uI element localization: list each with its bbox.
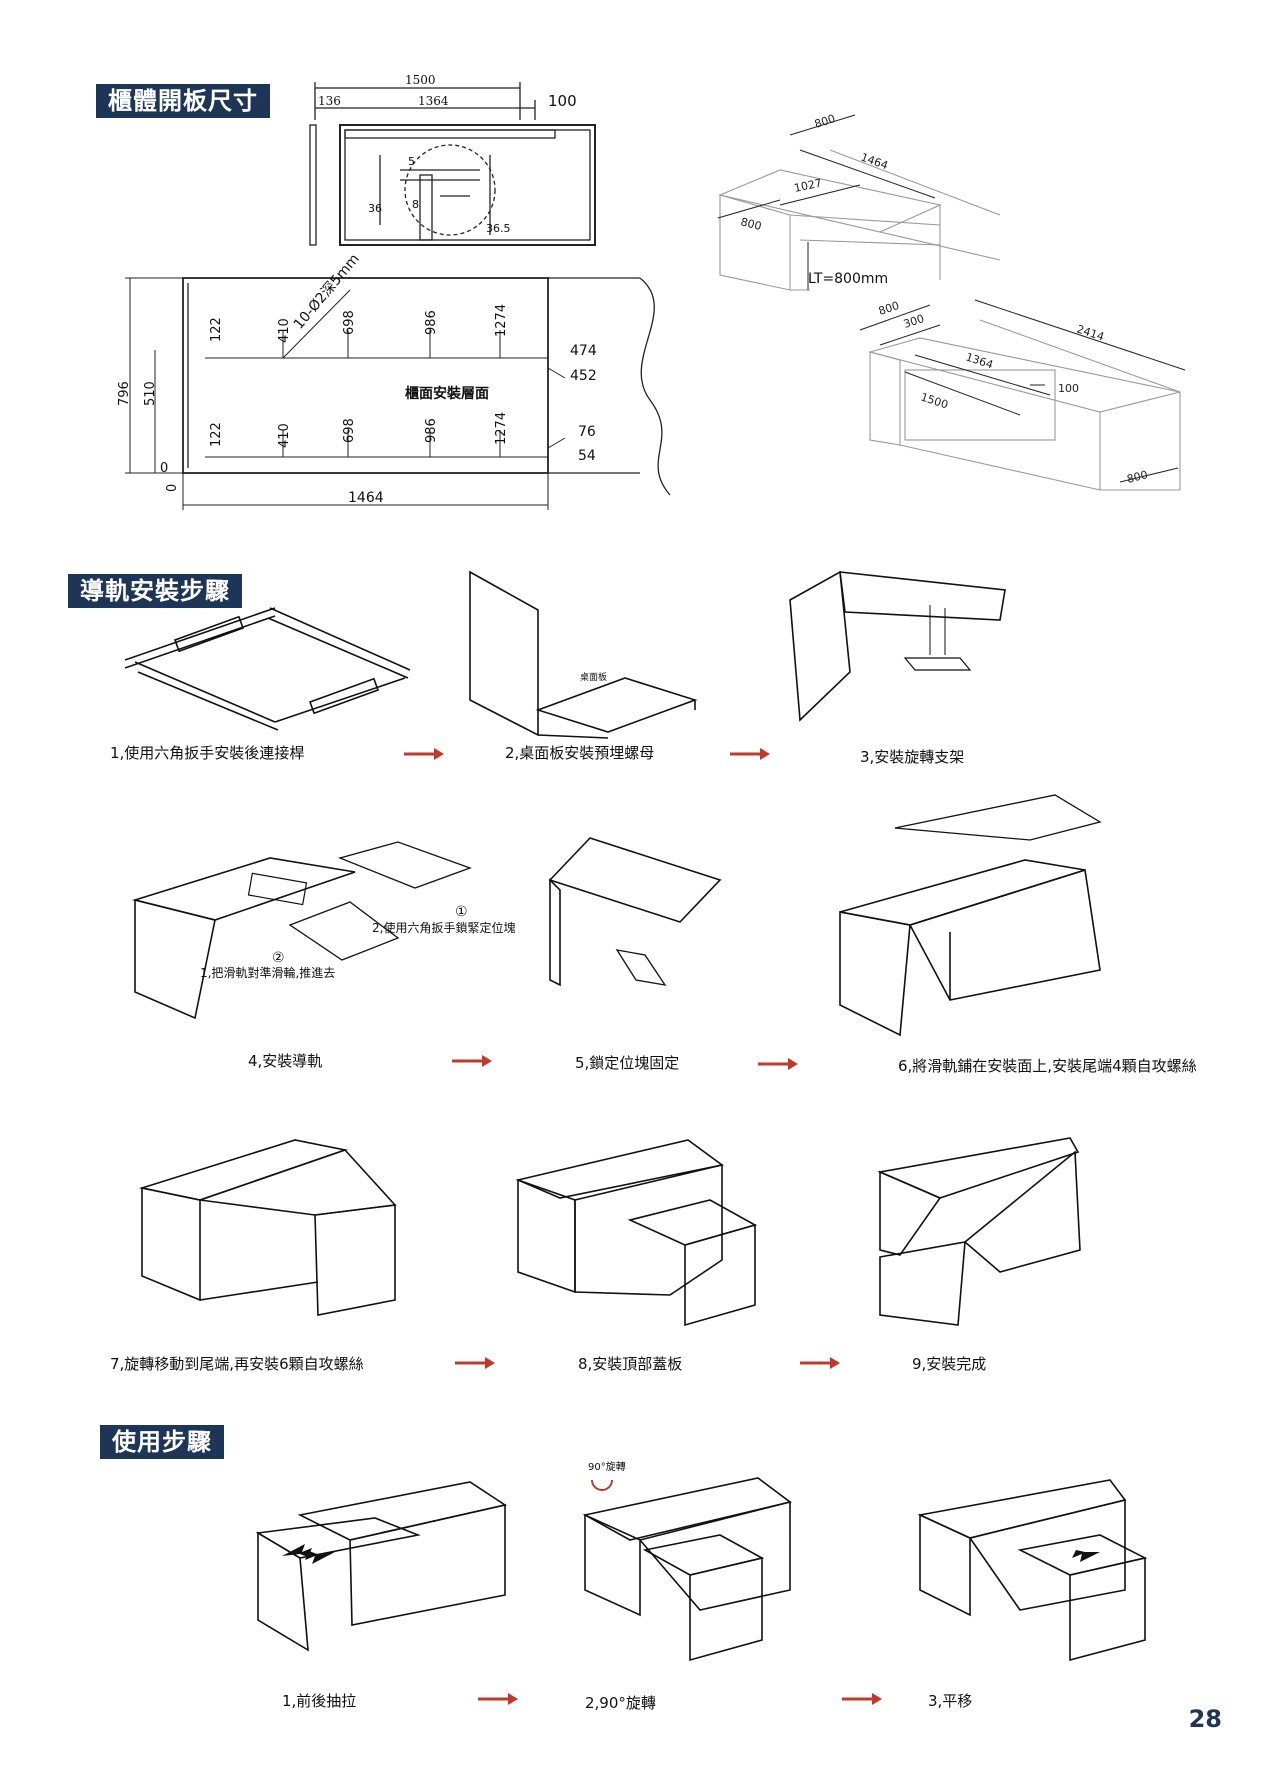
- bot-122: 122: [209, 422, 224, 447]
- usage2-rotate-note: 90°旋轉: [588, 1460, 626, 1473]
- top-122: 122: [209, 317, 224, 342]
- top-1274: 1274: [494, 304, 509, 337]
- section-title-panel-size: 櫃體開板尺寸: [96, 84, 270, 118]
- step5-caption: 5,鎖定位塊固定: [575, 1054, 680, 1072]
- dim-1364: 1364: [418, 94, 449, 108]
- iso2-300: 300: [902, 312, 926, 331]
- step4-circled-1: ①: [455, 904, 468, 920]
- arrow-right-icon: [730, 748, 770, 760]
- usage1-caption: 1,前後抽拉: [282, 1692, 357, 1710]
- bot-986: 986: [424, 418, 439, 443]
- step1-caption: 1,使用六角扳手安裝後連接桿: [110, 744, 305, 762]
- arrow-right-icon: [404, 748, 444, 760]
- iso2-100: 100: [1058, 382, 1079, 395]
- arrow-right-icon: [452, 1055, 492, 1067]
- iso1-1464: 1464: [859, 151, 890, 173]
- top-986: 986: [424, 310, 439, 335]
- arrow-right-icon: [758, 1058, 798, 1070]
- dim-100: 100: [548, 92, 577, 110]
- arrow-right-icon: [478, 1693, 518, 1705]
- top-698: 698: [342, 310, 357, 335]
- dim-1464: 1464: [348, 490, 384, 506]
- step3-caption: 3,安裝旋轉支架: [860, 748, 965, 766]
- usage-illustrations: 90°旋轉: [255, 1460, 1148, 1662]
- step2-panel-label: 桌面板: [580, 671, 607, 683]
- dim-474: 474: [570, 343, 597, 359]
- dim-36: 36: [368, 202, 382, 215]
- section-title-rail-install: 導軌安裝步驟: [68, 574, 242, 608]
- usage2-caption: 2,90°旋轉: [585, 1694, 656, 1712]
- arrow-right-icon: [455, 1357, 495, 1369]
- iso2-1500: 1500: [919, 390, 950, 411]
- iso2-2414: 2414: [1075, 322, 1106, 343]
- step8-caption: 8,安裝頂部蓋板: [578, 1355, 683, 1373]
- bot-410: 410: [277, 423, 292, 448]
- panel-dimension-drawing: 1500 136 1364 100 5 36 8 36.5 796 510 0 …: [117, 73, 1186, 510]
- step9-caption: 9,安裝完成: [912, 1355, 987, 1373]
- usage3-caption: 3,平移: [928, 1692, 973, 1710]
- dim-5: 5: [408, 155, 415, 168]
- dim-452: 452: [570, 368, 597, 384]
- dim-1500: 1500: [405, 73, 436, 87]
- iso1-800b: 800: [739, 215, 763, 233]
- bot-1274: 1274: [494, 412, 509, 445]
- dim-76: 76: [578, 424, 596, 440]
- iso2-800b: 800: [1126, 468, 1150, 486]
- dim-54: 54: [578, 448, 596, 464]
- arrow-right-icon: [800, 1357, 840, 1369]
- step4-note1: 1,把滑軌對準滑輪,推進去: [200, 965, 335, 980]
- top-410: 410: [277, 318, 292, 343]
- iso1-1027: 1027: [793, 176, 823, 195]
- dim-136: 136: [318, 94, 341, 108]
- iso2-800: 800: [877, 299, 901, 318]
- dim-36-5: 36.5: [486, 222, 511, 235]
- step4-caption: 4,安裝導軌: [248, 1052, 323, 1070]
- step4-note2: 2,使用六角扳手鎖緊定位塊: [372, 920, 515, 935]
- iso2-1364: 1364: [964, 350, 995, 371]
- dim-0-a: 0: [160, 461, 168, 476]
- rail-install-illustrations: 桌面板 1,把滑軌對準滑輪,推進去 2,使用六角扳手鎖緊定位塊 ① ②: [124, 570, 1102, 1327]
- bot-698: 698: [342, 418, 357, 443]
- step4-circled-2: ②: [272, 950, 285, 966]
- iso1-lt: LT=800mm: [808, 271, 888, 287]
- iso1-800: 800: [813, 112, 837, 131]
- dim-0-b: 0: [165, 484, 180, 492]
- section-title-usage: 使用步驟: [100, 1425, 224, 1459]
- dim-510: 510: [143, 381, 158, 406]
- page-number: 28: [1188, 1705, 1222, 1733]
- step7-caption: 7,旋轉移動到尾端,再安裝6顆自攻螺絲: [110, 1355, 364, 1373]
- dim-8: 8: [412, 198, 419, 211]
- step6-caption: 6,將滑軌鋪在安裝面上,安裝尾端4顆自攻螺絲: [898, 1057, 1197, 1075]
- face-label: 櫃面安裝層面: [405, 385, 489, 402]
- dim-796: 796: [117, 381, 132, 406]
- arrow-right-icon: [842, 1693, 882, 1705]
- step2-caption: 2,桌面板安裝預埋螺母: [505, 744, 655, 762]
